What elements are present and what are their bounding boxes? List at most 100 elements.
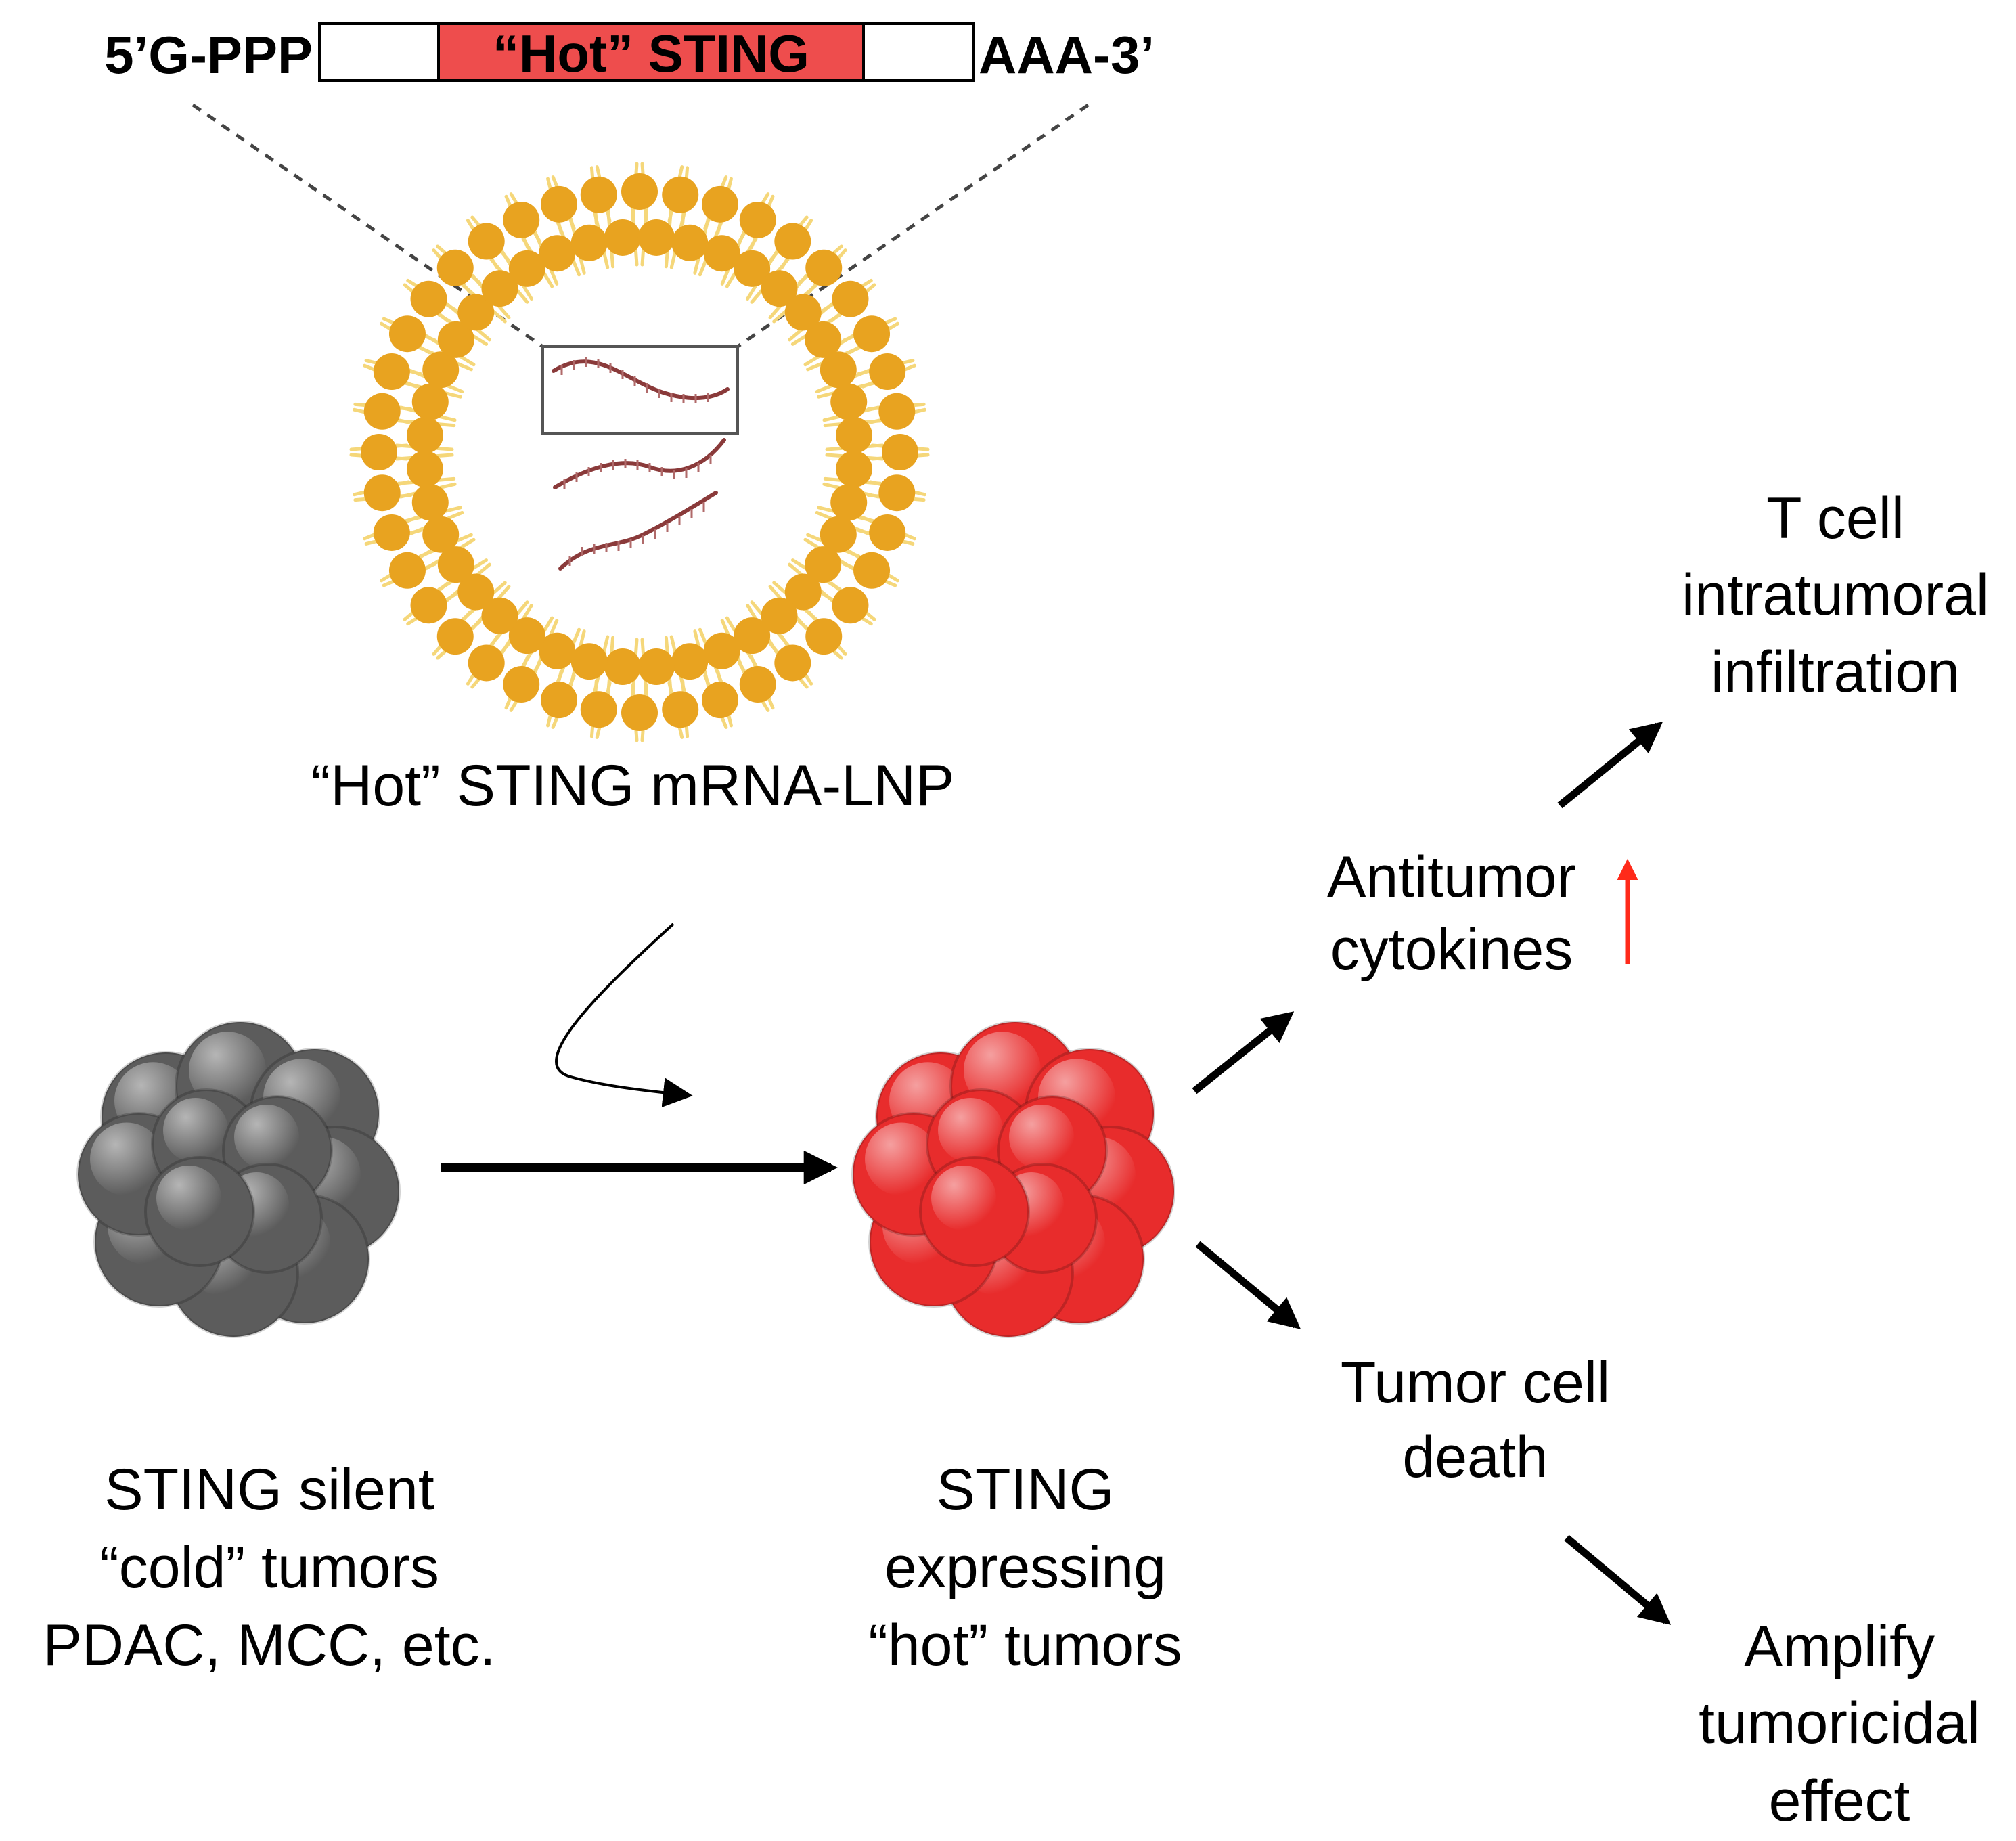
lipid-head — [457, 573, 495, 611]
lipid-head — [853, 552, 891, 589]
lipid-head — [637, 648, 675, 686]
lipid-head — [739, 201, 776, 238]
lipid-head — [774, 223, 811, 260]
lipid-head — [621, 694, 658, 731]
cytokines-label-line-2: cytokines — [1330, 917, 1573, 982]
lipid-head — [734, 250, 771, 287]
lipid-head — [805, 546, 842, 583]
lipid-head — [853, 315, 891, 353]
mrna-strand-1 — [552, 359, 730, 401]
five-prime-utr-box — [318, 22, 440, 82]
lipid-head — [820, 516, 857, 553]
lipid-head — [361, 434, 397, 470]
lipid-head — [820, 351, 857, 389]
mrna-bases — [560, 357, 712, 566]
lipid-head — [388, 315, 426, 353]
lipid-head — [701, 682, 738, 719]
lipid-head — [410, 587, 447, 624]
cell-death-label-line-1: Tumor cell — [1341, 1350, 1610, 1415]
lipid-head — [761, 597, 798, 634]
lipid-head — [604, 648, 642, 686]
lipid-head — [869, 353, 906, 391]
lipid-head — [373, 353, 410, 391]
lipid-head — [363, 393, 401, 430]
lipid-head — [508, 250, 545, 287]
lipid-head — [878, 393, 916, 430]
lipid-head — [437, 321, 474, 358]
lipid-head — [468, 644, 505, 682]
tumor-lobe-highlight — [90, 1122, 163, 1196]
lipid-head — [580, 691, 617, 728]
infiltration-label-line-1: T cell — [1766, 486, 1904, 551]
lipid-head — [761, 270, 798, 307]
infiltration-label-line-3: infiltration — [1711, 640, 1960, 705]
lipid-head — [541, 682, 578, 719]
lnp-label: “Hot” STING mRNA-LNP — [311, 753, 955, 818]
lipid-head — [580, 176, 617, 213]
lipid-head — [878, 474, 916, 512]
lipid-head — [388, 552, 426, 589]
tumor-lobe-highlight — [163, 1098, 228, 1163]
lipid-head — [468, 223, 505, 260]
lipid-head — [436, 249, 474, 286]
lipid-head — [541, 185, 578, 223]
lipid-head — [836, 450, 873, 487]
lipid-head — [373, 514, 410, 551]
lipid-head — [662, 176, 699, 213]
amplify-label-line-2: tumoricidal — [1699, 1691, 1980, 1756]
lipid-head — [570, 224, 608, 261]
lipid-head — [662, 691, 699, 728]
lipid-head — [436, 618, 474, 655]
lipid-head — [422, 351, 460, 389]
lipid-head — [604, 219, 642, 256]
lipid-head — [422, 516, 460, 553]
cold-tumor-label-line-2: “cold” tumors — [99, 1535, 439, 1600]
lipid-head — [411, 383, 449, 420]
lipid-head — [539, 235, 576, 272]
tumor-lobe-highlight — [156, 1166, 221, 1230]
lipid-head — [411, 484, 449, 521]
lipid-head — [869, 514, 906, 551]
lipid-head — [701, 185, 738, 223]
three-prime-utr-box — [862, 22, 975, 82]
lipid-head — [508, 617, 545, 655]
tumor-lobe-highlight — [189, 1032, 266, 1109]
five-prime-cap-label: 5’G-PPP — [104, 25, 313, 85]
mrna-strands — [552, 359, 730, 571]
tumor-lobe-highlight — [1009, 1105, 1074, 1170]
lipid-head — [481, 270, 518, 307]
hot-tumor-label-line-3: “hot” tumors — [868, 1613, 1182, 1678]
cold-tumor-graphic — [76, 1021, 401, 1338]
arrow-to-cell-death — [1195, 1241, 1301, 1329]
lipid-head — [410, 280, 447, 317]
lipid-head — [503, 201, 540, 238]
arrow-to-cytokines — [1192, 1011, 1295, 1094]
cold-tumor-label-line-3: PDAC, MCC, etc. — [43, 1613, 496, 1678]
lipid-head — [621, 173, 658, 210]
lipid-nanoparticle — [349, 162, 930, 742]
lipid-head — [671, 643, 709, 680]
lipid-head — [882, 434, 918, 470]
lipid-head — [671, 224, 709, 261]
cell-death-label-line-2: death — [1402, 1425, 1548, 1490]
lipid-head — [830, 484, 868, 521]
amplify-label-line-3: effect — [1769, 1769, 1910, 1834]
cold-tumor-label-line-1: STING silent — [104, 1457, 434, 1522]
hot-tumor-graphic — [851, 1021, 1175, 1338]
tumor-lobe-highlight — [234, 1105, 299, 1170]
arrow-to-amplify — [1564, 1534, 1672, 1625]
hot-tumor-label-line-2: expressing — [884, 1535, 1166, 1600]
mrna-zoom-box — [541, 345, 739, 435]
lipid-head — [363, 474, 401, 512]
lipid-head — [774, 644, 811, 682]
lipid-head — [805, 249, 843, 286]
tumor-lobe-highlight — [931, 1166, 996, 1230]
lipid-head — [784, 573, 822, 611]
lipid-head — [703, 235, 740, 272]
mrna-construct: 5’G-PPP “Hot” STING AAA-3’ — [104, 22, 1155, 85]
lipid-head — [457, 294, 495, 331]
lipid-head — [739, 666, 776, 703]
lnp-delivery-arrow — [555, 923, 693, 1108]
lipid-head — [703, 632, 740, 669]
